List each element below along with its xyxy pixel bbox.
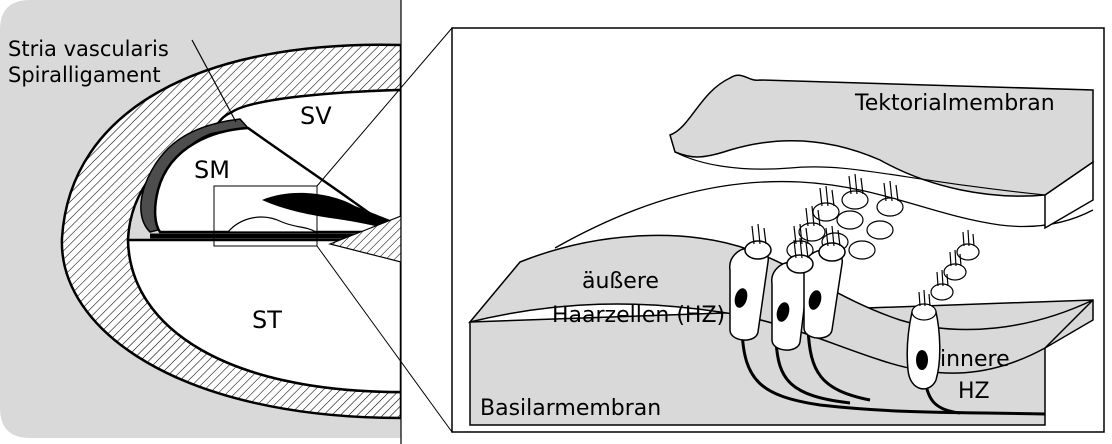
label-basilarmembran: Basilarmembran	[480, 396, 661, 421]
label-hz-inner: HZ	[958, 379, 990, 404]
label-stria-vascularis: Stria vascularis	[8, 37, 169, 61]
label-sv: SV	[300, 102, 332, 130]
label-tektorialmembran: Tektorialmembran	[854, 91, 1055, 116]
label-spiralligament: Spiralligament	[8, 63, 161, 87]
label-st: ST	[252, 306, 282, 334]
inner-hair-cell-top	[912, 304, 936, 320]
label-innere: innere	[940, 347, 1010, 372]
label-aeussere: äußere	[582, 269, 659, 294]
label-haarzellen: Haarzellen (HZ)	[552, 303, 725, 328]
label-sm: SM	[194, 156, 230, 184]
inner-nucleus	[916, 350, 928, 370]
